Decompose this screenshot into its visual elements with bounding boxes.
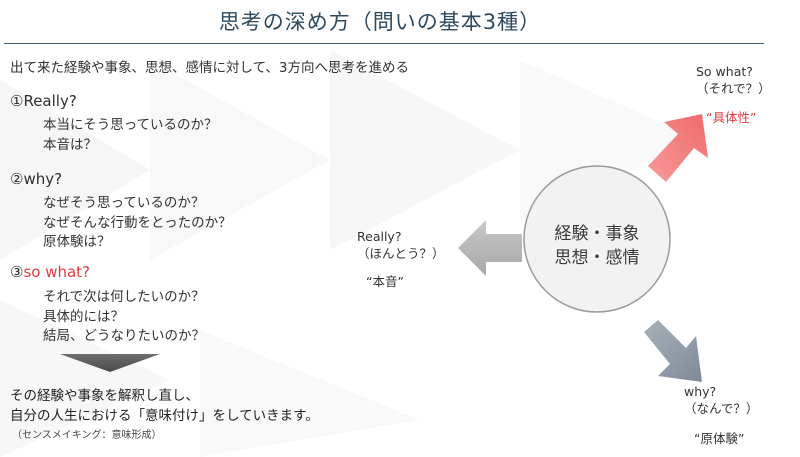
down-chevron-icon [60, 354, 160, 372]
question-so-what-number: ③ [10, 263, 24, 281]
page-title: 思考の深め方（問いの基本3種） [218, 10, 542, 34]
intro-text: 出て来た経験や事象、思想、感情に対して、3方向へ思考を進める [10, 60, 410, 76]
question-so-what-label: so what? [23, 263, 91, 281]
question-so-what-line: それで次は何したいのか？ [43, 289, 205, 305]
center-circle [523, 165, 671, 313]
center-circle-line: 経験・事象 [554, 224, 640, 244]
so-what-keyword: “具体性” [706, 110, 757, 125]
arrow-left-icon [458, 220, 522, 276]
really-label-reading: （ほんとう？） [357, 246, 445, 261]
question-really-line: 本音は？ [43, 137, 97, 153]
question-why-line: なぜそう思っているのか？ [43, 195, 205, 211]
why-label: why? [684, 384, 717, 399]
question-why-line: 原体験は？ [43, 234, 111, 250]
question-so-what-heading: ③so what? [10, 263, 90, 281]
why-label-reading: （なんで？） [684, 401, 759, 416]
really-keyword: “本音” [366, 274, 404, 289]
question-why-line: なぜそんな行動をとったのか？ [43, 215, 232, 231]
question-really-heading: ①Really? [10, 92, 77, 110]
so-what-label: So what? [696, 64, 753, 79]
why-keyword: “原体験” [694, 431, 745, 446]
really-label: Really? [357, 229, 402, 244]
title-divider [4, 43, 764, 44]
arrow-down-right-icon [644, 320, 702, 382]
closing-line: その経験や事象を解釈し直し、 [10, 388, 199, 404]
center-circle-text: 経験・事象 思想・感情 [526, 222, 668, 270]
question-why-heading: ②why? [10, 170, 63, 188]
question-really-line: 本当にそう思っているのか？ [43, 117, 218, 133]
center-circle-line: 思想・感情 [554, 248, 640, 268]
so-what-label-reading: （それで？） [696, 81, 771, 96]
question-so-what-line: 結局、どうなりたいのか？ [43, 328, 205, 344]
closing-line: 自分の人生における「意味付け」をしていきます。 [10, 408, 319, 424]
closing-note: （センスメイキング：意味形成） [12, 430, 162, 441]
question-so-what-line: 具体的には？ [43, 309, 124, 325]
arrow-up-right-icon [648, 114, 708, 182]
